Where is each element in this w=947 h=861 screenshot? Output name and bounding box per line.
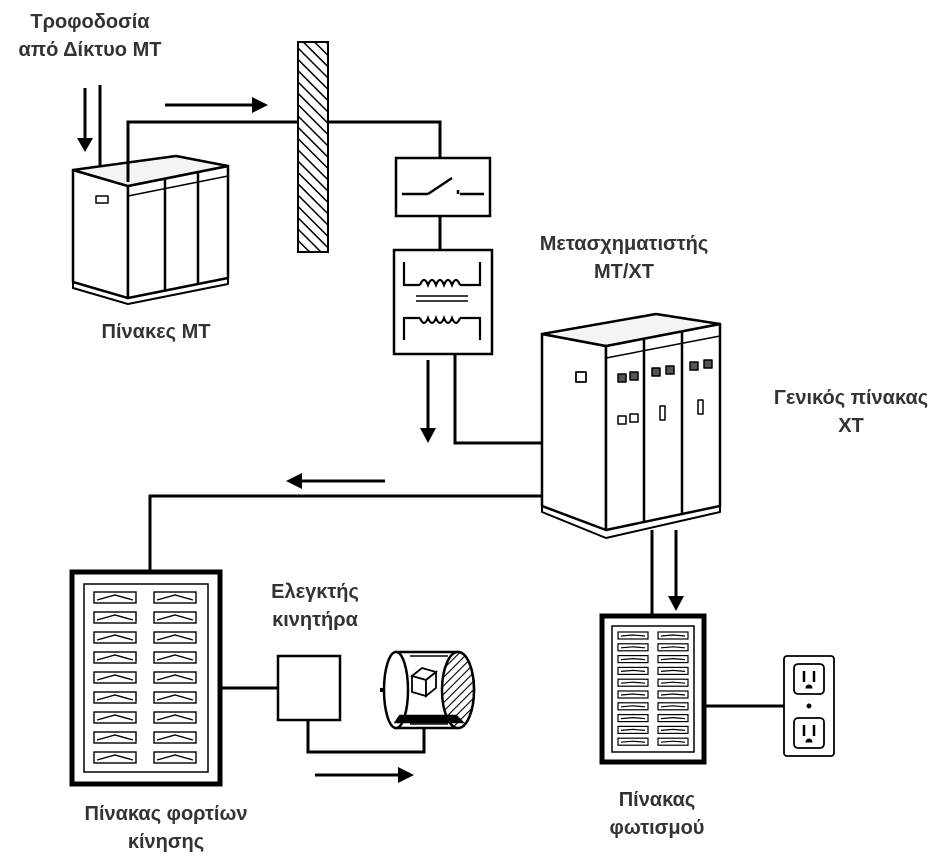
motor-breaker-lever [96, 734, 134, 741]
flow-arrow-motor [315, 767, 414, 783]
lighting-breaker-lever [660, 716, 686, 720]
motor-breaker-lever [156, 694, 194, 701]
motor-panel-icon [69, 569, 223, 787]
main-lv-panel-label-line1: Γενικός πίνακας [773, 387, 929, 409]
motor-breaker [93, 631, 137, 644]
flow-arrow-motor-feed [286, 473, 385, 489]
feed-label-line2: από Δίκτυο ΜΤ [18, 39, 162, 61]
motor-breaker [93, 651, 137, 664]
motor-breaker-lever [96, 714, 134, 721]
wall-icon [297, 41, 329, 253]
lighting-panel-label-line1: Πίνακας [618, 789, 696, 811]
lighting-breaker-lever [620, 693, 646, 696]
lighting-breaker-lever [620, 657, 646, 661]
motor-breaker [153, 591, 197, 604]
motor-icon [380, 650, 476, 730]
main-lv-panel-label: Γενικός πίνακας ΧΤ [756, 384, 946, 440]
lighting-breaker-lever [620, 634, 646, 637]
motor-controller-label: Ελεγκτής κινητήρα [250, 578, 380, 634]
motor-breaker-lever [156, 614, 194, 621]
motor-load-panel-label-line1: Πίνακας φορτίων [84, 803, 248, 825]
motor-breaker [93, 731, 137, 744]
motor-breaker-lever [156, 654, 194, 661]
motor-breaker-lever [96, 594, 134, 601]
lighting-breaker-lever [620, 646, 646, 649]
transformer-label-line2: ΜΤ/ΧΤ [594, 261, 654, 283]
motor-breaker [153, 651, 197, 664]
lighting-breaker-lever [620, 740, 646, 743]
transformer-label-line1: Μετασχηματιστής [539, 233, 709, 255]
motor-breaker-lever [156, 714, 194, 721]
lighting-breaker-lever [620, 669, 646, 672]
lighting-breaker-lever [660, 740, 686, 743]
motor-breaker [153, 751, 197, 764]
lighting-breaker-lever [660, 728, 686, 731]
lighting-breaker-lever [660, 693, 686, 696]
flow-arrow-transformer [420, 360, 436, 443]
mv-cable-to-wall [126, 120, 442, 182]
controller-to-motor-cable [306, 712, 426, 754]
flow-arrow-mv [165, 97, 268, 113]
mv-panels-label-text: Πίνακες ΜΤ [101, 321, 211, 343]
lighting-breaker-lever [620, 681, 646, 684]
lv-switchboard-icon [540, 312, 722, 539]
motor-breaker [153, 671, 197, 684]
mv-switchgear-icon [71, 154, 230, 305]
motor-breaker-lever [96, 694, 134, 701]
feed-label: Τροφοδοσία από Δίκτυο ΜΤ [8, 8, 172, 64]
motor-breaker-lever [156, 754, 194, 761]
lighting-breaker-lever [660, 634, 686, 637]
lighting-breaker-lever [620, 716, 646, 720]
motor-breaker-lever [96, 634, 134, 641]
controller-icon [276, 654, 342, 722]
motor-breaker-lever [156, 594, 194, 601]
motor-breaker [93, 751, 137, 764]
motor-breaker [153, 731, 197, 744]
transformer-icon [392, 248, 494, 356]
mv-feed-lines [77, 85, 102, 172]
motor-load-panel-label-line2: κίνησης [127, 831, 205, 853]
motor-breaker-lever [156, 634, 194, 641]
motor-breaker [93, 591, 137, 604]
motor-breaker-lever [96, 614, 134, 621]
motor-breaker [93, 711, 137, 724]
lighting-panel-label: Πίνακας φωτισμού [592, 786, 722, 842]
motor-breaker [93, 611, 137, 624]
lighting-breaker-lever [660, 705, 686, 708]
lighting-breaker-lever [660, 681, 686, 684]
motor-breaker [153, 691, 197, 704]
motor-breaker [93, 671, 137, 684]
motor-load-panel-label: Πίνακας φορτίων κίνησης [60, 800, 272, 856]
lighting-panel-icon [599, 613, 707, 765]
lighting-breaker-lever [660, 669, 686, 672]
flow-arrow-lighting [668, 530, 684, 611]
motor-breaker-lever [156, 734, 194, 741]
transformer-to-lv-cable [453, 354, 542, 445]
mv-panels-label: Πίνακες ΜΤ [72, 318, 240, 346]
motor-breaker-lever [156, 674, 194, 681]
motor-breaker [153, 631, 197, 644]
lighting-breaker-lever [660, 657, 686, 661]
motor-breaker [153, 711, 197, 724]
outlet-icon [783, 655, 835, 757]
switch-icon [394, 156, 492, 218]
motor-controller-label-line1: Ελεγκτής [271, 581, 359, 603]
lighting-panel-label-line2: φωτισμού [609, 817, 705, 839]
motor-controller-label-line2: κινητήρα [272, 609, 358, 631]
motor-breaker-lever [96, 754, 134, 761]
motor-breaker-lever [96, 674, 134, 681]
main-lv-panel-label-line2: ΧΤ [838, 415, 864, 437]
lv-to-motor-panel-cable [148, 494, 542, 572]
motor-breaker [93, 691, 137, 704]
motor-breaker-lever [96, 654, 134, 661]
lighting-breaker-lever [620, 705, 646, 708]
lighting-breaker-lever [660, 646, 686, 649]
motor-breaker [153, 611, 197, 624]
lighting-breaker-lever [620, 728, 646, 731]
feed-label-line1: Τροφοδοσία [30, 11, 150, 33]
transformer-label: Μετασχηματιστής ΜΤ/ΧΤ [518, 230, 730, 286]
